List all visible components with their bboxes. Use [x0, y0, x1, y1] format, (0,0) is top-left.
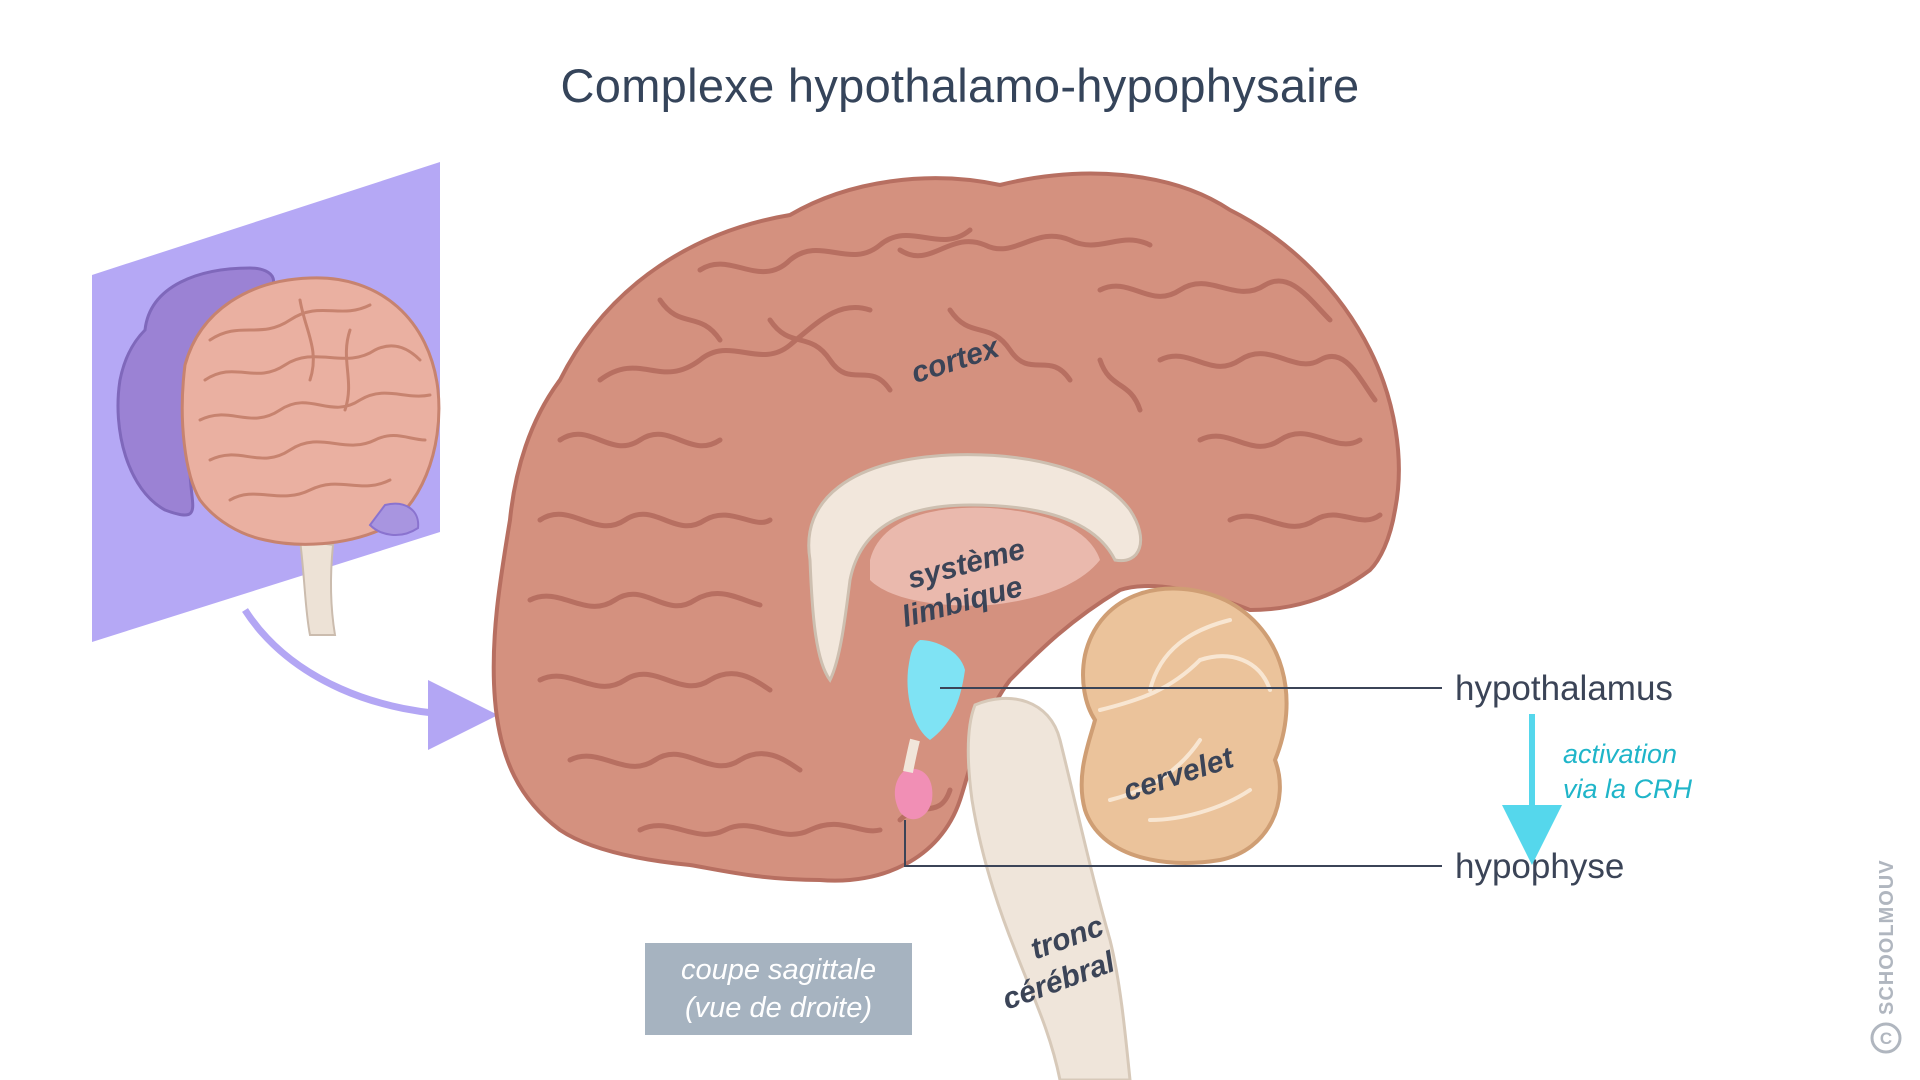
- thumbnail-gyri: [198, 298, 432, 502]
- caption-box: coupe sagittale (vue de droite): [645, 943, 912, 1035]
- label-hypophyse: hypophyse: [1455, 847, 1624, 886]
- caption-line1: coupe sagittale: [680, 954, 877, 986]
- main-brain: [491, 171, 1401, 1080]
- corpus-callosum: [807, 453, 1143, 683]
- thumbnail-left-hemisphere: [180, 276, 441, 546]
- copyright-icon: [1870, 1022, 1902, 1054]
- pituitary-stalk: [903, 738, 920, 773]
- transition-arrow: [242, 608, 498, 750]
- diagram-title: Complexe hypothalamo-hypophysaire: [560, 59, 1360, 112]
- brand-text: SCHOOLMOUV: [1876, 859, 1898, 1015]
- limbic-system: [870, 507, 1100, 606]
- label-activation-line1: activation: [1563, 739, 1677, 769]
- label-activation-line2: via la CRH: [1563, 774, 1693, 804]
- caption-line2: (vue de droite): [685, 992, 872, 1024]
- label-hypothalamus: hypothalamus: [1455, 669, 1673, 708]
- thumbnail-cerebellum: [368, 502, 420, 536]
- brand-watermark: C SCHOOLMOUV: [1870, 859, 1902, 1054]
- cerebellum: [1079, 586, 1289, 865]
- thumbnail-brain: [92, 162, 441, 642]
- hypothalamus-region: [907, 640, 965, 740]
- pituitary-region: [894, 768, 933, 820]
- thumbnail-brain-stem: [298, 538, 337, 636]
- leader-line-hypophyse: [904, 820, 1442, 867]
- copyright-glyph: C: [1880, 1029, 1892, 1048]
